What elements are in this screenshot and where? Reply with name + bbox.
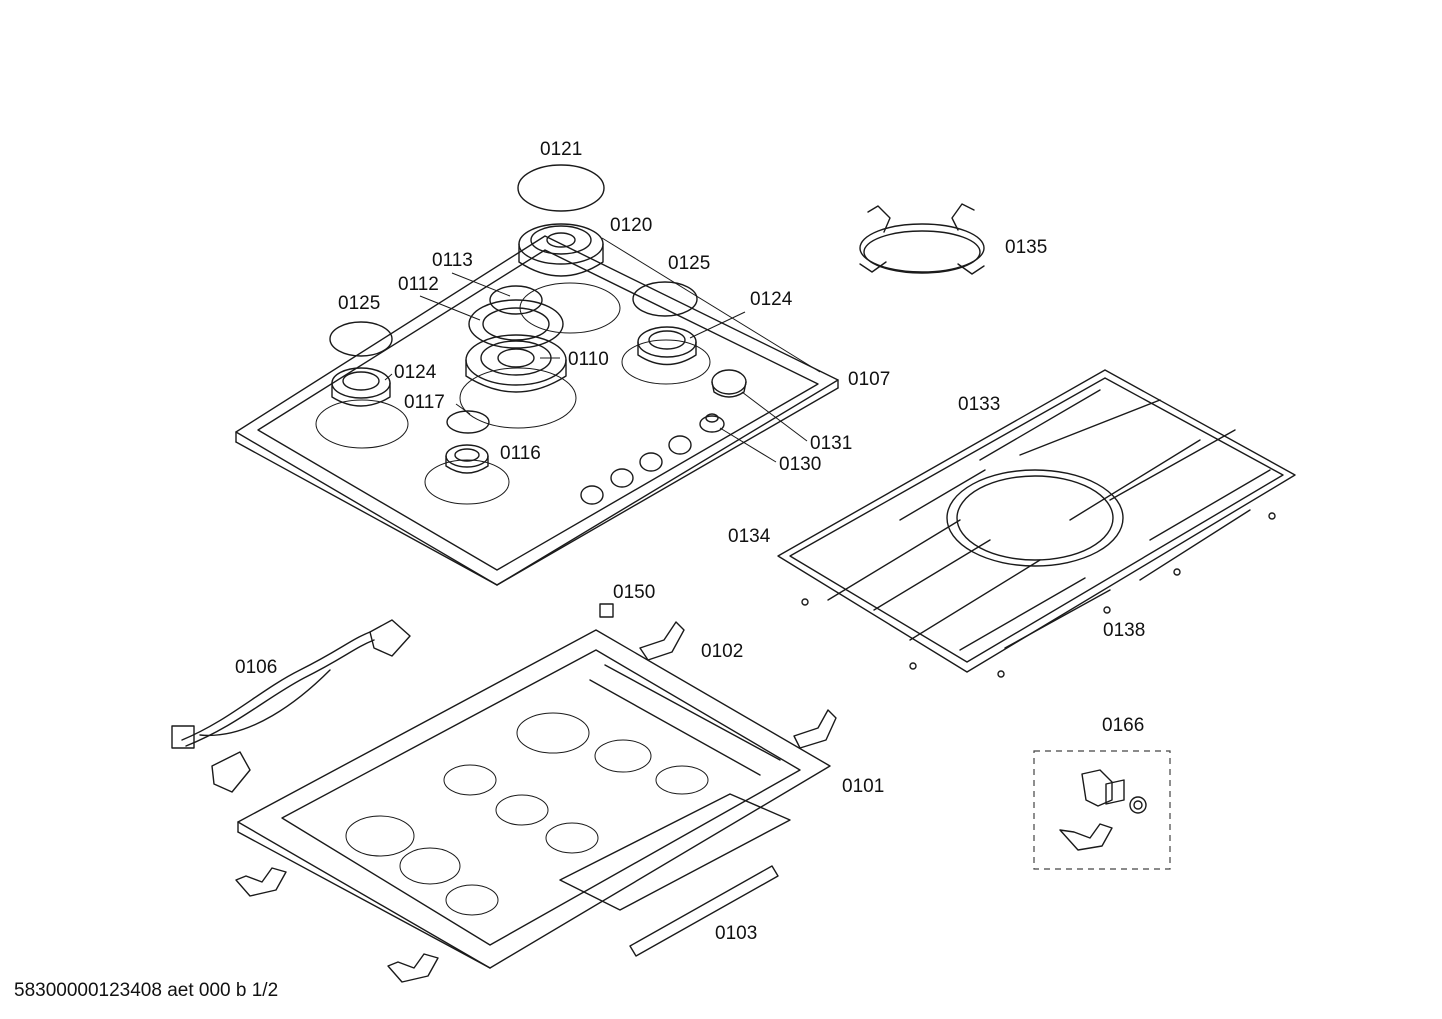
label-0113: 0113 <box>432 250 473 271</box>
label-0116: 0116 <box>500 443 541 464</box>
burner-0120 <box>518 223 604 277</box>
hob-top-plate <box>235 235 839 586</box>
label-0166: 0166 <box>1102 715 1145 736</box>
clip-left-2 <box>387 953 439 983</box>
burner-cap-0125-right <box>632 281 698 317</box>
pan-support-grid <box>777 369 1296 678</box>
clip-0102 <box>639 621 685 661</box>
wok-burner-0110 <box>465 334 567 393</box>
label-0131: 0131 <box>810 433 853 454</box>
label-0150: 0150 <box>613 582 656 603</box>
label-0106: 0106 <box>235 657 278 678</box>
burner-cap-0113 <box>489 285 543 315</box>
burner-0116 <box>445 444 489 474</box>
clip-right <box>793 709 837 749</box>
elbow-kit-0166 <box>1033 750 1171 870</box>
label-0110: 0110 <box>568 349 609 370</box>
label-0125-left: 0125 <box>338 293 381 314</box>
label-0102: 0102 <box>701 641 744 662</box>
label-0103: 0103 <box>715 923 758 944</box>
ring-0112 <box>468 299 564 349</box>
label-0112: 0112 <box>398 274 439 295</box>
label-0124-right: 0124 <box>750 289 793 310</box>
bottom-tray-0101 <box>237 629 831 969</box>
label-0138: 0138 <box>1103 620 1146 641</box>
label-0121: 0121 <box>540 139 583 160</box>
label-0120: 0120 <box>610 215 653 236</box>
burner-cap-0125-left <box>329 321 393 357</box>
label-0107: 0107 <box>848 369 891 390</box>
document-footer: 58300000123408 aet 000 b 1/2 <box>14 980 279 1001</box>
wok-support-0135 <box>859 203 985 275</box>
burner-0124-left <box>331 367 391 407</box>
label-0117: 0117 <box>404 392 445 413</box>
knob-0107 <box>711 369 747 398</box>
burner-cap-0121 <box>517 164 605 212</box>
power-cable-0106 <box>171 619 411 749</box>
terminal-block <box>211 751 251 793</box>
cap-0150 <box>599 603 614 618</box>
label-0134: 0134 <box>728 526 771 547</box>
label-0124-left: 0124 <box>394 362 437 383</box>
leader-lines <box>384 237 821 463</box>
label-0135: 0135 <box>1005 237 1048 258</box>
label-0125-right: 0125 <box>668 253 711 274</box>
burner-0124-right <box>637 326 697 366</box>
label-0101: 0101 <box>842 776 885 797</box>
label-0130: 0130 <box>779 454 822 475</box>
label-0133: 0133 <box>958 394 1001 415</box>
seal-strip-0103 <box>629 865 779 957</box>
clip-left-1 <box>235 867 287 897</box>
burner-cap-0117 <box>446 410 490 434</box>
spring-0130 <box>699 413 725 433</box>
